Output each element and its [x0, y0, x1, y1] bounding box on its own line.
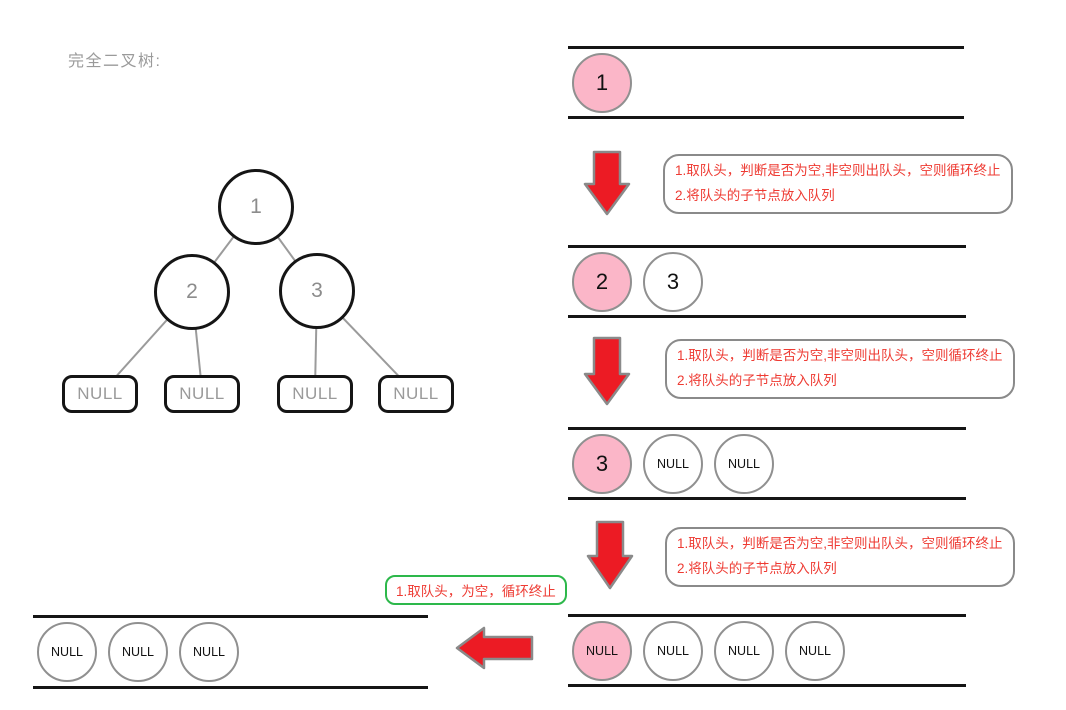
annotation-line-2: 2.将队头的子节点放入队列	[677, 372, 837, 388]
queue-item: 1	[572, 52, 632, 113]
queue-item: NULL	[714, 620, 774, 681]
queue-item-label: 3	[595, 450, 609, 476]
step-annotation-bubble: 1.取队头，判断是否为空,非空则出队头，空则循环终止 2.将队头的子节点放入队列	[665, 527, 1015, 587]
tree-leaf-label: NULL	[393, 384, 439, 403]
queue-item: 3	[572, 433, 632, 494]
queue-item: NULL	[179, 622, 239, 682]
queue-item: NULL	[37, 622, 97, 682]
terminate-annotation-text: 1.取队头，为空，循环终止	[396, 584, 556, 599]
annotation-line-1: 1.取队头，判断是否为空,非空则出队头，空则循环终止	[677, 348, 1003, 363]
queue-item: NULL	[714, 433, 774, 494]
queue-item-label: NULL	[193, 645, 225, 659]
tree-leaf-label: NULL	[179, 384, 225, 403]
down-arrow-icon	[583, 336, 631, 406]
left-arrow-icon	[455, 626, 534, 670]
annotation-line-2: 2.将队头的子节点放入队列	[677, 560, 837, 576]
tree-node-3: 3	[279, 253, 355, 329]
queue-item-label: NULL	[586, 643, 618, 658]
tree-node-label: 3	[311, 279, 323, 302]
queue-item: NULL	[572, 620, 632, 681]
queue-item-label: NULL	[657, 456, 689, 471]
terminate-annotation-bubble: 1.取队头，为空，循环终止	[385, 575, 567, 605]
queue-item-label: NULL	[728, 643, 760, 658]
tree-leaf-null: NULL	[378, 375, 454, 413]
queue-item: 3	[643, 251, 703, 312]
tree-leaf-label: NULL	[292, 384, 338, 403]
queue-item-label: NULL	[122, 645, 154, 659]
queue-item-label: NULL	[799, 643, 831, 658]
step-annotation-bubble: 1.取队头，判断是否为空,非空则出队头，空则循环终止 2.将队头的子节点放入队列	[663, 154, 1013, 214]
step-annotation-bubble: 1.取队头，判断是否为空,非空则出队头，空则循环终止 2.将队头的子节点放入队列	[665, 339, 1015, 399]
queue-item-label: 2	[595, 268, 609, 294]
queue-state-2: 2 3	[568, 245, 966, 318]
queue-state-4: NULL NULL NULL NULL	[568, 614, 966, 687]
queue-item-label: NULL	[51, 645, 83, 659]
queue-item-label: 3	[666, 268, 680, 294]
queue-state-3: 3 NULL NULL	[568, 427, 966, 500]
diagram-title: 完全二叉树:	[68, 53, 162, 70]
tree-leaf-label: NULL	[77, 384, 123, 403]
down-arrow-icon	[586, 520, 634, 590]
queue-item-label: NULL	[657, 643, 689, 658]
queue-item: NULL	[643, 433, 703, 494]
queue-item-label: 1	[595, 69, 609, 95]
queue-item: 2	[572, 251, 632, 312]
queue-item: NULL	[108, 622, 168, 682]
queue-state-final: NULL NULL NULL	[33, 615, 428, 689]
down-arrow-icon	[583, 150, 631, 216]
step-arrows	[455, 150, 634, 670]
tree-node-2: 2	[154, 254, 230, 330]
tree-node-1: 1	[218, 169, 294, 245]
annotation-line-1: 1.取队头，判断是否为空,非空则出队头，空则循环终止	[675, 163, 1001, 178]
queue-item: NULL	[785, 620, 845, 681]
tree-leaf-null: NULL	[164, 375, 240, 413]
tree-leaf-null: NULL	[277, 375, 353, 413]
queue-item-label: NULL	[728, 456, 760, 471]
queue-state-1: 1	[568, 46, 964, 119]
annotation-line-2: 2.将队头的子节点放入队列	[675, 187, 835, 203]
tree-node-label: 2	[186, 280, 198, 303]
annotation-line-1: 1.取队头，判断是否为空,非空则出队头，空则循环终止	[677, 536, 1003, 551]
tree-leaf-null: NULL	[62, 375, 138, 413]
tree-node-label: 1	[250, 195, 262, 218]
queue-item: NULL	[643, 620, 703, 681]
